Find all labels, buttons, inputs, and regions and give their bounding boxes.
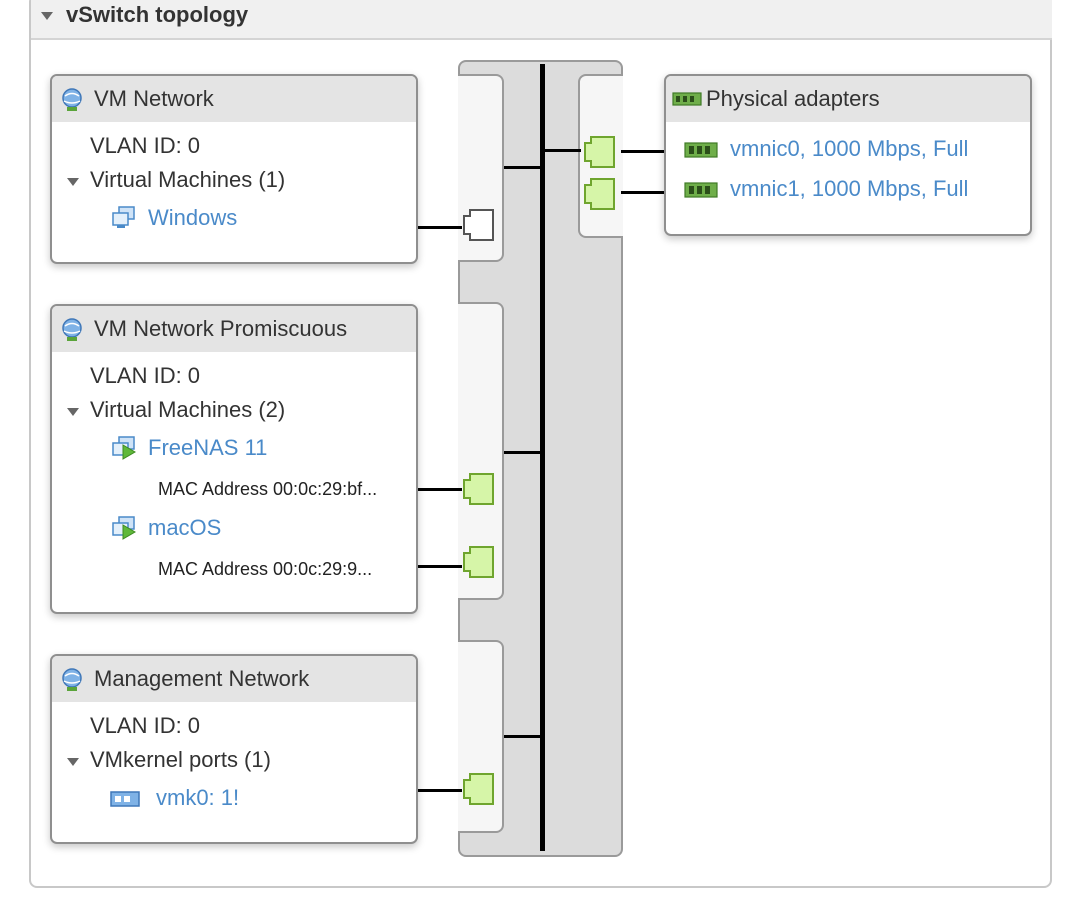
expand-caret-icon[interactable]: [67, 178, 79, 186]
port-active-icon[interactable]: [462, 545, 496, 579]
connector-macos: [416, 565, 462, 568]
connector-windows: [416, 226, 462, 229]
connector-freenas: [416, 488, 462, 491]
network-card-icon: [684, 142, 718, 158]
vlan-id: VLAN ID: 0: [90, 133, 201, 158]
bus-link-promiscuous: [504, 451, 542, 454]
expand-caret-icon[interactable]: [67, 758, 79, 766]
virtual-machine-icon: [112, 206, 135, 228]
vm-link-freenas[interactable]: FreeNAS 11: [148, 435, 268, 460]
vm-link-windows[interactable]: Windows: [148, 205, 238, 230]
physical-adapters-card: Physical adapters vmnic0, 1000 Mbps, Ful…: [664, 74, 1032, 236]
expand-caret-icon[interactable]: [67, 408, 79, 416]
card-header: [52, 306, 416, 352]
network-card-icon: [672, 92, 702, 106]
port-group-name: VM Network Promiscuous: [94, 316, 348, 341]
vm-link-macos[interactable]: macOS: [148, 515, 222, 540]
mac-address: MAC Address 00:0c:29:9...: [158, 559, 373, 579]
port-active-icon[interactable]: [462, 772, 496, 806]
virtual-machine-icon: [112, 436, 136, 460]
uplink-port-active-icon[interactable]: [583, 135, 617, 169]
port-active-icon[interactable]: [462, 472, 496, 506]
connector-vmnic0: [621, 150, 667, 153]
bus-link-uplinks: [545, 149, 581, 152]
section-label[interactable]: VMkernel ports (1): [90, 747, 271, 772]
connector-vmk0: [416, 789, 462, 792]
uplink-port-active-icon[interactable]: [583, 177, 617, 211]
vlan-id: VLAN ID: 0: [90, 713, 201, 738]
globe-network-icon: [62, 668, 82, 691]
port-group-card-vm-network: VM Network VLAN ID: 0 Virtual Machines (…: [50, 74, 418, 264]
physical-adapters-title: Physical adapters: [706, 86, 880, 111]
connector-vmnic1: [621, 191, 667, 194]
port-group-name: Management Network: [94, 666, 310, 691]
vmkernel-nic-icon: [110, 791, 140, 807]
port-group-card-promiscuous: VM Network Promiscuous VLAN ID: 0 Virtua…: [50, 304, 418, 614]
card-header: [52, 76, 416, 122]
section-label[interactable]: Virtual Machines (1): [90, 167, 286, 192]
vlan-id: VLAN ID: 0: [90, 363, 201, 388]
switch-bus-line: [540, 64, 545, 851]
globe-network-icon: [62, 88, 82, 111]
card-header: [52, 656, 416, 702]
adapter-link-vmnic0[interactable]: vmnic0, 1000 Mbps, Full: [730, 136, 969, 161]
port-group-card-management: Management Network VLAN ID: 0 VMkernel p…: [50, 654, 418, 844]
adapter-link-vmnic1[interactable]: vmnic1, 1000 Mbps, Full: [730, 176, 969, 201]
network-card-icon: [684, 182, 718, 198]
bus-link-management: [504, 735, 542, 738]
vmkernel-port-link[interactable]: vmk0: 1!: [156, 785, 240, 810]
collapse-caret-icon[interactable]: [41, 12, 53, 20]
section-label[interactable]: Virtual Machines (2): [90, 397, 286, 422]
port-group-name: VM Network: [94, 86, 214, 111]
mac-address: MAC Address 00:0c:29:bf...: [158, 479, 378, 499]
virtual-machine-icon: [112, 516, 136, 540]
port-inactive-icon[interactable]: [462, 208, 496, 242]
globe-network-icon: [62, 318, 82, 341]
bus-link-vm-network: [504, 166, 542, 169]
panel-header[interactable]: [31, 0, 1052, 40]
panel-title: vSwitch topology: [66, 2, 249, 27]
card-header: [666, 76, 1030, 122]
